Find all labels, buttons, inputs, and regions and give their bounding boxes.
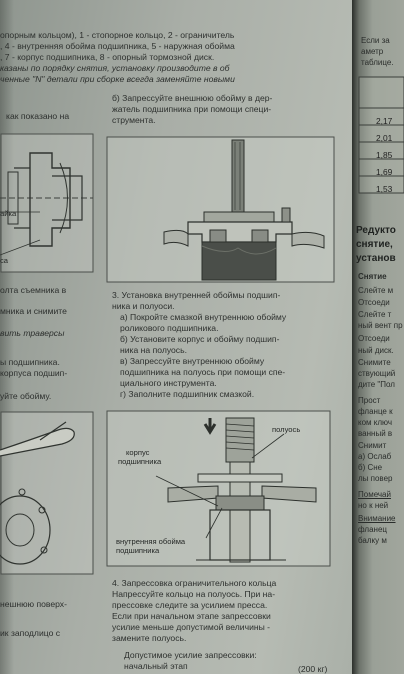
right-page-item: ный диск.: [358, 346, 394, 355]
figure-label-housing: подшипника: [118, 457, 162, 466]
caption-line: казаны по порядку снятия, установку прои…: [0, 63, 230, 73]
book-page-left: опорным кольцом), 1 - стопорное кольцо, …: [0, 0, 352, 674]
right-page-item: Внимание: [358, 514, 396, 523]
figure-label-housing: корпус: [126, 448, 150, 457]
step-4-text: Напрессуйте кольцо на полуось. При на-: [112, 589, 276, 599]
figure-label-axle: полуось: [272, 425, 301, 434]
right-page-item: Отсоеди: [358, 334, 390, 343]
step-4-text: 4. Запрессовка ограничительного кольца: [112, 578, 277, 588]
right-page-item: Помечай: [358, 490, 391, 499]
left-col-text: ы подшипника.: [0, 357, 60, 367]
step-3-text: подшипника на полуось при помощи спе-: [120, 367, 286, 377]
right-page-item: дите "Пол: [358, 380, 395, 389]
right-page-text: аметр: [361, 47, 384, 56]
right-page-item: ствующий: [358, 369, 396, 378]
step-3-text: 3. Установка внутренней обоймы подшип-: [112, 290, 281, 300]
left-col-text: вить траверсы: [0, 328, 65, 338]
book-page-right: Если за аметр таблице. 2,17 2,01 1,85 1,…: [352, 0, 404, 674]
right-page-heading: установ: [356, 253, 396, 264]
right-page-item: фланец: [358, 525, 387, 534]
right-page-heading: снятие,: [356, 239, 393, 250]
table-cell: 1,53: [376, 184, 393, 194]
right-page-item: Отсоеди: [358, 298, 390, 307]
left-figure-tool: [0, 411, 94, 575]
right-page-item: ком ключ: [358, 418, 393, 427]
right-page-item: Слейте т: [358, 310, 392, 319]
right-page-item: Снимите: [358, 358, 391, 367]
right-page-item: фланце к: [358, 407, 393, 416]
right-page-item: б) Сне: [358, 463, 383, 472]
left-figure-label: са: [0, 256, 9, 265]
step-4-text: замените полуось.: [112, 633, 187, 643]
caption-line: , 4 - внутренняя обойма подшипника, 5 - …: [0, 41, 235, 51]
step-3-text: циального инструмента.: [120, 378, 217, 388]
table-cell: 1,85: [376, 150, 393, 160]
left-figure-hub: [0, 133, 94, 273]
step-4-text: Допустимое усилие запрессовки:: [124, 650, 257, 660]
step-b-text: б) Запрессуйте внешнюю обойму в дер-: [112, 93, 273, 103]
right-page-item: ный вент пр: [358, 321, 403, 330]
right-page-item: балку м: [358, 536, 387, 545]
right-page-subheading: Снятие: [358, 272, 387, 281]
right-page-table: [358, 76, 404, 194]
step-4-text: Если при начальном этапе запрессовки: [112, 611, 271, 621]
table-cell: 1,69: [376, 167, 393, 177]
right-page-text: Если за: [361, 36, 390, 45]
step-3-text: б) Установите корпус и обойму подшип-: [120, 334, 280, 344]
step-3-text: в) Запрессуйте внутреннюю обойму: [120, 356, 265, 366]
step-b-text: струмента.: [112, 115, 156, 125]
step-4-text: усилие меньше допустимой величины -: [112, 622, 271, 632]
figure-press-inner-race: [106, 410, 331, 567]
step-b-text: жатель подшипника при помощи специ-: [112, 104, 272, 114]
left-figure-label: айка: [0, 209, 17, 218]
figure-label-inner-race: внутренняя обойма: [116, 537, 186, 546]
caption-line: ченные "N" детали при сборке всегда заме…: [0, 74, 235, 84]
step-3-text: а) Покройте смазкой внутреннюю обойму: [120, 312, 287, 322]
right-page-item: Слейте м: [358, 286, 394, 295]
left-col-text: олта съемника в: [0, 285, 67, 295]
step-4-value: (200 кг): [298, 664, 328, 674]
right-page-item: Снимит: [358, 441, 387, 450]
right-page-item: а) Ослаб: [358, 452, 392, 461]
right-page-item: ванный в: [358, 429, 393, 438]
caption-line: , 7 - корпус подшипника, 8 - опорный тор…: [0, 52, 215, 62]
left-col-text: корпуса подшип-: [0, 368, 68, 378]
right-page-heading: Редукто: [356, 225, 396, 236]
right-page-text: таблице.: [361, 58, 394, 67]
page-shadow: [0, 0, 14, 674]
left-col-text: мника и снимите: [0, 306, 67, 316]
left-col-text: нешнюю поверх-: [0, 599, 67, 609]
caption-line: опорным кольцом), 1 - стопорное кольцо, …: [0, 30, 235, 40]
left-col-text: уйте обойму.: [0, 391, 52, 401]
figure-label-inner-race: подшипника: [116, 546, 160, 555]
right-page-item: лы повер: [358, 474, 393, 483]
step-3-text: ника и полуоси.: [112, 301, 175, 311]
left-col-text: ик заподлицо с: [0, 628, 61, 638]
right-page-item: Прост: [358, 396, 381, 405]
right-page-item: но к ней: [358, 501, 389, 510]
figure-press-outer-race: [106, 136, 335, 283]
step-3-text: ника на полуось.: [120, 345, 187, 355]
table-cell: 2,01: [376, 133, 393, 143]
table-cell: 2,17: [376, 116, 393, 126]
step-3-text: г) Заполните подшипник смазкой.: [120, 389, 255, 399]
left-col-text: как показано на: [6, 111, 70, 121]
step-3-text: роликового подшипника.: [120, 323, 219, 333]
step-4-text: начальный этап: [124, 661, 188, 671]
step-4-text: прессовке следите за усилием пресса.: [112, 600, 268, 610]
